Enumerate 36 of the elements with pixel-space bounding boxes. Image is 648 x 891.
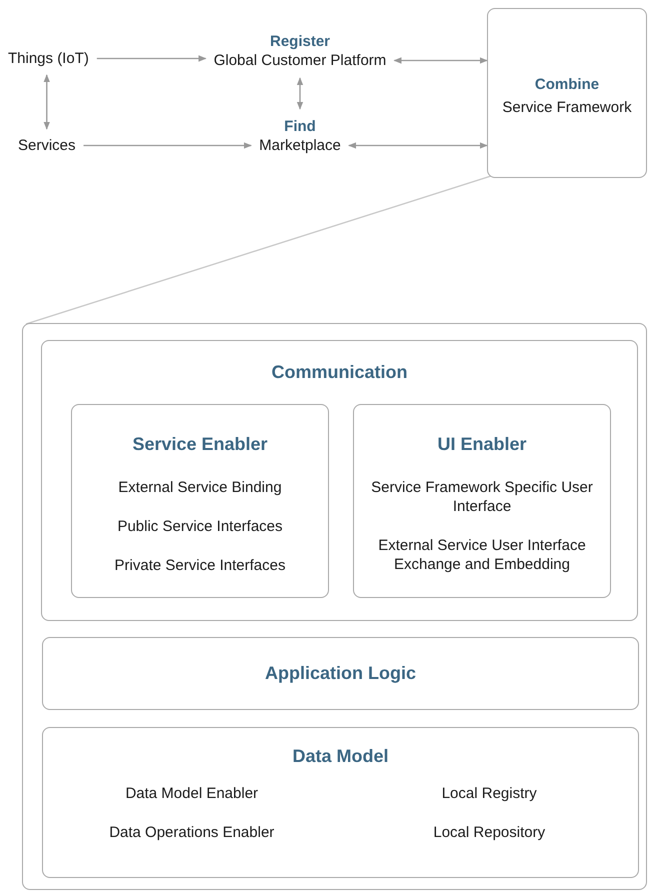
component-box — [71, 404, 329, 598]
arrow — [96, 55, 207, 62]
service-framework-box — [487, 8, 647, 178]
arrow — [393, 57, 488, 64]
node-text: External Service Binding — [118, 478, 282, 497]
layer-panel — [42, 637, 639, 710]
heading: UI Enabler — [437, 435, 527, 454]
node-text: Public Service Interfaces — [117, 517, 283, 536]
arrow — [296, 77, 304, 110]
node-label: Services — [18, 137, 76, 154]
arrow — [84, 142, 252, 149]
heading: Service Enabler — [132, 435, 268, 454]
arrow — [44, 74, 50, 130]
layer-panel — [42, 727, 639, 878]
node-text: Private Service Interfaces — [114, 556, 286, 575]
heading: Find — [284, 117, 316, 136]
node-text: Marketplace — [259, 136, 341, 155]
heading: Data Model — [292, 747, 388, 766]
node-text: Data Model Enabler — [125, 784, 258, 803]
arrow — [348, 142, 488, 149]
layer-panel — [41, 340, 638, 621]
node-text: Local Registry — [442, 784, 537, 803]
zoom-frame — [22, 323, 647, 890]
node-label: Things (IoT) — [8, 50, 89, 67]
node-text: External Service User Interface Exchange and Embedding — [377, 536, 587, 574]
zoom-line — [26, 175, 492, 325]
node-text: Service Framework Specific User Interface — [370, 478, 594, 516]
heading: Application Logic — [265, 664, 416, 683]
node-text: Service Framework — [502, 98, 632, 117]
heading: Communication — [271, 363, 408, 382]
component-box — [353, 404, 611, 598]
heading: Combine — [534, 75, 600, 94]
node-text: Local Repository — [433, 823, 546, 842]
node-text: Global Customer Platform — [214, 51, 386, 70]
heading: Register — [270, 32, 330, 51]
node-text: Data Operations Enabler — [109, 823, 274, 842]
